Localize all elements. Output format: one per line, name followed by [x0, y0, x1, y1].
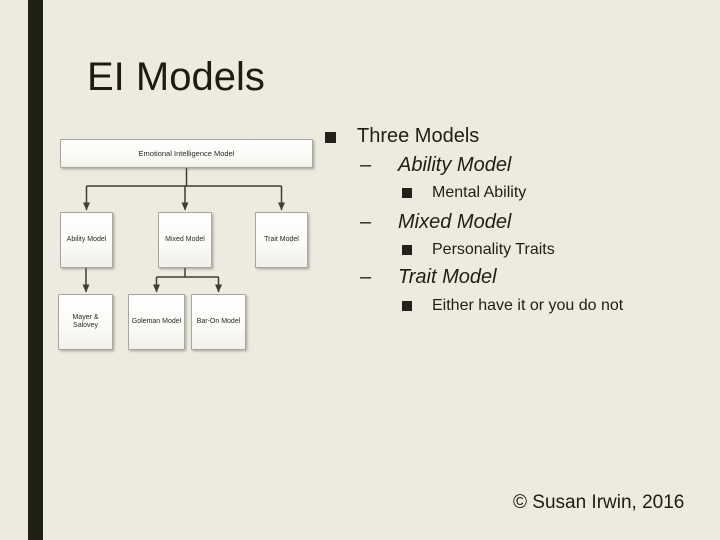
diagram-node-ability-model: Ability Model [60, 212, 113, 268]
diagram-node-mixed-model: Mixed Model [158, 212, 212, 268]
diagram-node-trait-model: Trait Model [255, 212, 308, 268]
bullet-text: Trait Model [398, 266, 497, 288]
accent-bar [28, 0, 43, 540]
diagram-node-emotional-intelligence-model: Emotional Intelligence Model [60, 139, 313, 168]
square-bullet-icon [402, 245, 412, 255]
node-label: Trait Model [264, 236, 299, 243]
bullet-text: Mental Ability [432, 184, 527, 201]
node-label: Ability Model [66, 236, 107, 243]
dash-bullet-icon: – [360, 266, 372, 288]
node-label: Goleman Model [131, 318, 182, 325]
diagram-node-mayer-salovey: Mayer & Salovey [58, 294, 113, 350]
bullet-text: Either have it or you do not [432, 297, 624, 314]
node-label: Mixed Model [165, 236, 205, 243]
bullet-list: Three Models – Ability Model Mental Abil… [320, 120, 700, 340]
node-label: Emotional Intelligence Model [138, 148, 235, 158]
bullet-text: Ability Model [398, 154, 512, 176]
bullet-text: Three Models [357, 125, 480, 147]
bullet-text: Personality Traits [432, 241, 555, 258]
diagram-node-bar-on-model: Bar-On Model [191, 294, 246, 350]
square-bullet-icon [402, 188, 412, 198]
square-bullet-icon [325, 132, 336, 143]
square-bullet-icon [402, 301, 412, 311]
node-label: Mayer & Salovey [72, 314, 99, 329]
page-title: EI Models [87, 55, 265, 99]
dash-bullet-icon: – [360, 154, 372, 176]
node-label: Bar-On Model [196, 318, 241, 325]
dash-bullet-icon: – [360, 211, 372, 233]
bullet-text: Mixed Model [398, 211, 512, 233]
copyright-text: © Susan Irwin, 2016 [513, 492, 685, 513]
diagram-node-goleman-model: Goleman Model [128, 294, 185, 350]
